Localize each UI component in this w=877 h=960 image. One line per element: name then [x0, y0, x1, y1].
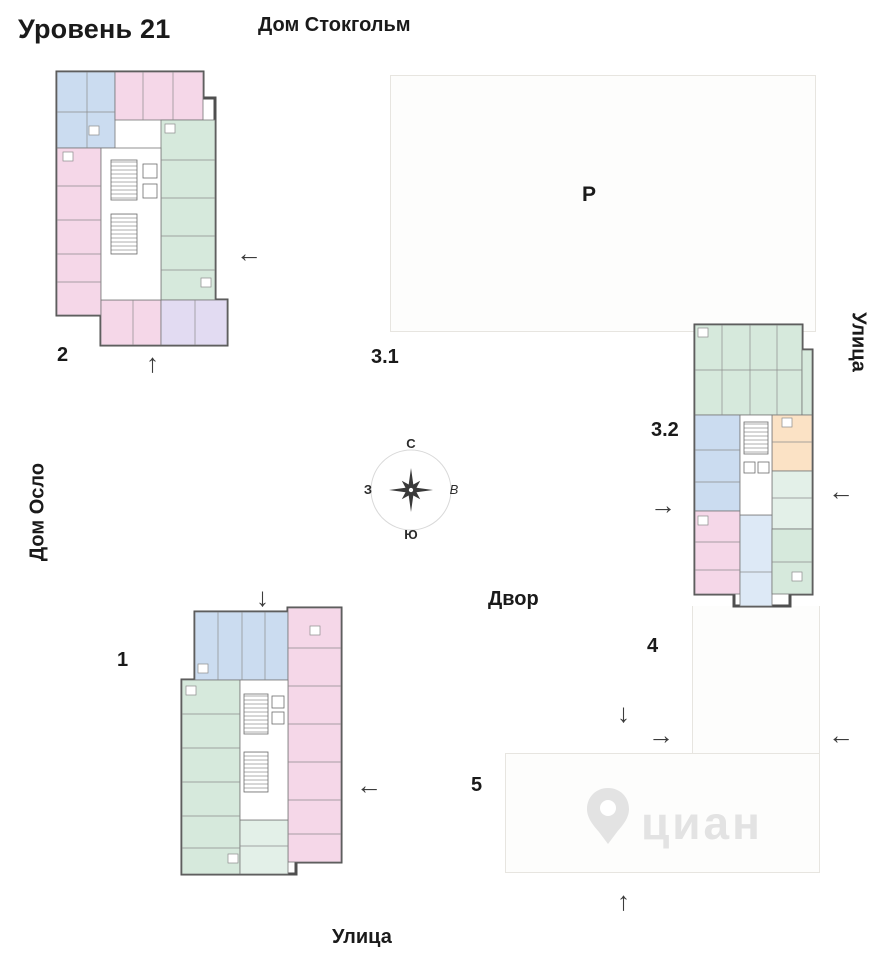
- building-number-4: 4: [647, 635, 659, 657]
- building-3-2-fixtures: [697, 327, 803, 582]
- floor-plan-building-1[interactable]: [178, 606, 344, 876]
- arrow-left-icon: ←: [356, 770, 382, 800]
- arrow-left-icon: ←: [828, 720, 854, 750]
- building-2-units: [56, 71, 228, 346]
- compass-south-label: Ю: [404, 527, 417, 542]
- arrow-down-icon: ↓: [617, 698, 630, 728]
- watermark-text: циан: [641, 797, 763, 849]
- building-1-core: [243, 693, 285, 793]
- arrow-right-icon: →: [650, 490, 676, 520]
- label-house-oslo: Дом Осло: [26, 462, 49, 562]
- area-building-4[interactable]: [692, 606, 820, 756]
- arrow-down-icon: ↓: [256, 582, 269, 612]
- page-title: Уровень 21: [18, 14, 171, 44]
- arrow-up-icon: ↑: [146, 348, 159, 378]
- parking-area-3-1[interactable]: [390, 75, 816, 332]
- parking-label: Р: [582, 183, 597, 206]
- compass-east-label: В: [450, 482, 459, 497]
- building-3-2-interior-walls: [695, 325, 812, 573]
- floor-plan-building-3-2[interactable]: [692, 322, 816, 608]
- building-number-5: 5: [471, 774, 483, 796]
- arrow-left-icon: ←: [828, 476, 854, 506]
- label-house-stockholm: Дом Стокгольм: [258, 14, 411, 36]
- area-building-5[interactable]: [505, 753, 820, 873]
- compass-west-label: З: [364, 482, 372, 497]
- label-street-right: Улица: [847, 312, 870, 372]
- building-1-fixtures: [185, 625, 321, 864]
- building-2-interior-walls: [57, 72, 215, 345]
- floor-plan-building-2[interactable]: [55, 68, 230, 348]
- building-number-3-2: 3.2: [651, 419, 679, 441]
- building-number-3-1: 3.1: [371, 346, 399, 368]
- building-3-2-core: [743, 421, 770, 474]
- arrow-left-icon: ←: [236, 238, 262, 268]
- location-pin-icon: [587, 788, 629, 844]
- label-courtyard: Двор: [488, 588, 539, 610]
- building-2-core: [110, 159, 158, 255]
- compass-rose: С В Ю З: [363, 434, 459, 542]
- building-number-2: 2: [57, 344, 69, 366]
- label-street-bottom: Улица: [332, 926, 392, 948]
- arrow-right-icon: →: [648, 720, 674, 750]
- watermark: циан: [585, 786, 763, 850]
- building-number-1: 1: [117, 649, 129, 671]
- building-1-interior-walls: [182, 612, 341, 849]
- arrow-up-icon: ↑: [617, 886, 630, 916]
- compass-north-label: С: [406, 436, 416, 451]
- building-2-fixtures: [62, 123, 212, 288]
